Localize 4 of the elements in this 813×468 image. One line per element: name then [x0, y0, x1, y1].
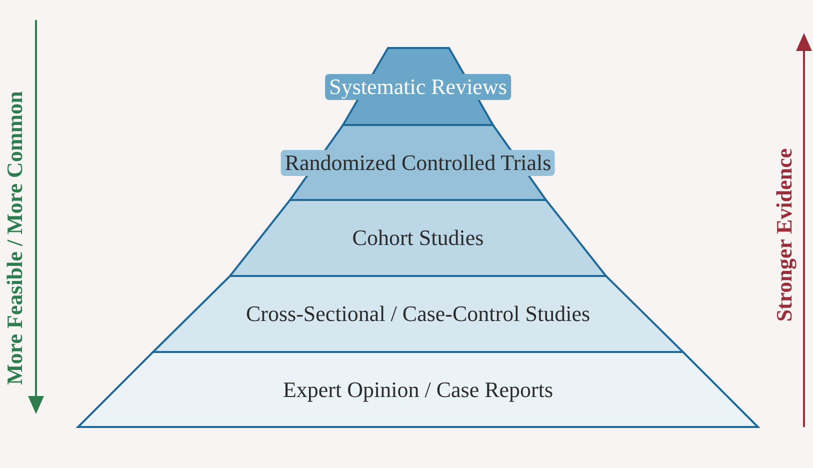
tier-label: Randomized Controlled Trials: [280, 150, 556, 176]
axis-label: More Feasible / More Common: [2, 91, 28, 385]
axis-label: Stronger Evidence: [771, 148, 798, 322]
tier-label: Systematic Reviews: [325, 74, 511, 100]
